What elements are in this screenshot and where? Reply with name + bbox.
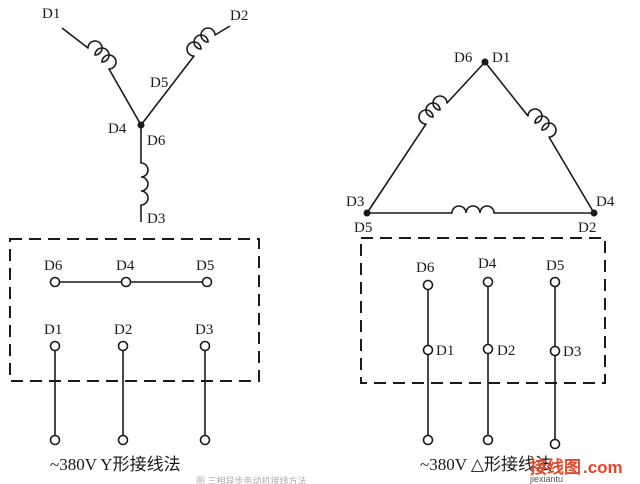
delta-supply-terminal-1 [422,434,434,446]
delta-label-apex-right: D1 [492,50,510,66]
star-box-label-d6: D6 [44,258,63,274]
star-box-label-d1: D1 [44,322,62,338]
delta-apex-node [481,58,489,66]
star-terminal-d3 [199,340,211,352]
figure-footer-caption: 图 三相异步电动机接线方法 [196,475,307,484]
watermark-main: 接线图 [530,457,581,477]
star-wire-d2-lead [214,25,231,36]
delta-box-label-d3: D3 [563,344,581,360]
delta-left-node [363,209,371,217]
delta-label-apex-left: D6 [454,50,473,66]
delta-box-label-d1: D1 [436,343,454,359]
star-wire-d2-node [140,55,195,126]
delta-supply-terminal-2 [482,434,494,446]
star-label-d5: D5 [150,75,168,91]
watermark-sub: jiexiantu [529,474,563,484]
delta-coil-bottom [451,205,495,214]
delta-terminal-d6 [422,279,434,291]
star-coil-d1 [87,40,117,70]
delta-terminal-d1 [422,344,434,356]
delta-label-left-bottom: D5 [354,220,372,236]
star-caption: ~380V Y形接线法 [50,455,181,474]
star-label-d3: D3 [147,211,165,227]
star-label-d6: D6 [147,133,166,149]
star-terminal-d2 [117,340,129,352]
delta-coil-left [418,95,448,125]
delta-wire-left-bottom [366,123,427,214]
star-label-d2: D2 [230,8,248,24]
star-terminal-d4 [120,276,132,288]
delta-terminal-d5 [549,276,561,288]
star-terminal-d6 [49,276,61,288]
star-center-node [137,121,145,129]
delta-supply-terminal-3 [549,438,561,450]
delta-label-left-top: D3 [346,194,364,210]
star-box-label-d2: D2 [114,322,132,338]
star-connection: D1 D2 D5 D4 D6 D3 D6 D4 D5 D1 D2 D3 ~380… [9,6,260,474]
delta-wire-left-top [446,61,486,104]
star-label-d1: D1 [42,6,60,22]
delta-terminal-box [360,237,606,384]
delta-wire-right-top [484,61,529,117]
star-terminal-d1 [49,340,61,352]
delta-terminal-d4 [482,276,494,288]
star-box-label-d4: D4 [116,258,135,274]
delta-terminal-d3 [549,345,561,357]
star-supply-terminal-2 [117,434,129,446]
delta-coil-right [527,108,557,138]
delta-box-label-d2: D2 [497,343,515,359]
delta-label-right-top: D4 [596,194,615,210]
delta-connection: D6 D1 D3 D5 D4 D2 D6 D4 D5 D1 D2 D3 ~380… [346,50,615,474]
delta-wire-right-bottom [548,136,595,214]
delta-terminal-d2 [482,343,494,355]
star-wire-d1-lead [61,27,89,49]
star-coil-d3 [140,162,149,206]
star-terminal-box [9,238,260,382]
delta-box-label-d6: D6 [416,260,435,276]
delta-label-right-bottom: D2 [578,220,596,236]
star-terminal-d5 [201,276,213,288]
delta-right-node [590,209,598,217]
watermark: 接线图 .com jiexiantu [529,457,623,484]
star-label-d4: D4 [108,121,127,137]
delta-box-label-d4: D4 [478,256,497,272]
star-wire-d1-node [108,68,142,126]
star-box-label-d3: D3 [195,322,213,338]
star-supply-terminal-3 [199,434,211,446]
delta-caption: ~380V △形接线法 [420,455,552,474]
star-supply-terminal-1 [49,434,61,446]
watermark-dotcom: .com [583,458,623,477]
delta-box-label-d5: D5 [546,258,564,274]
star-box-label-d5: D5 [196,258,214,274]
star-coil-d2 [186,27,216,57]
